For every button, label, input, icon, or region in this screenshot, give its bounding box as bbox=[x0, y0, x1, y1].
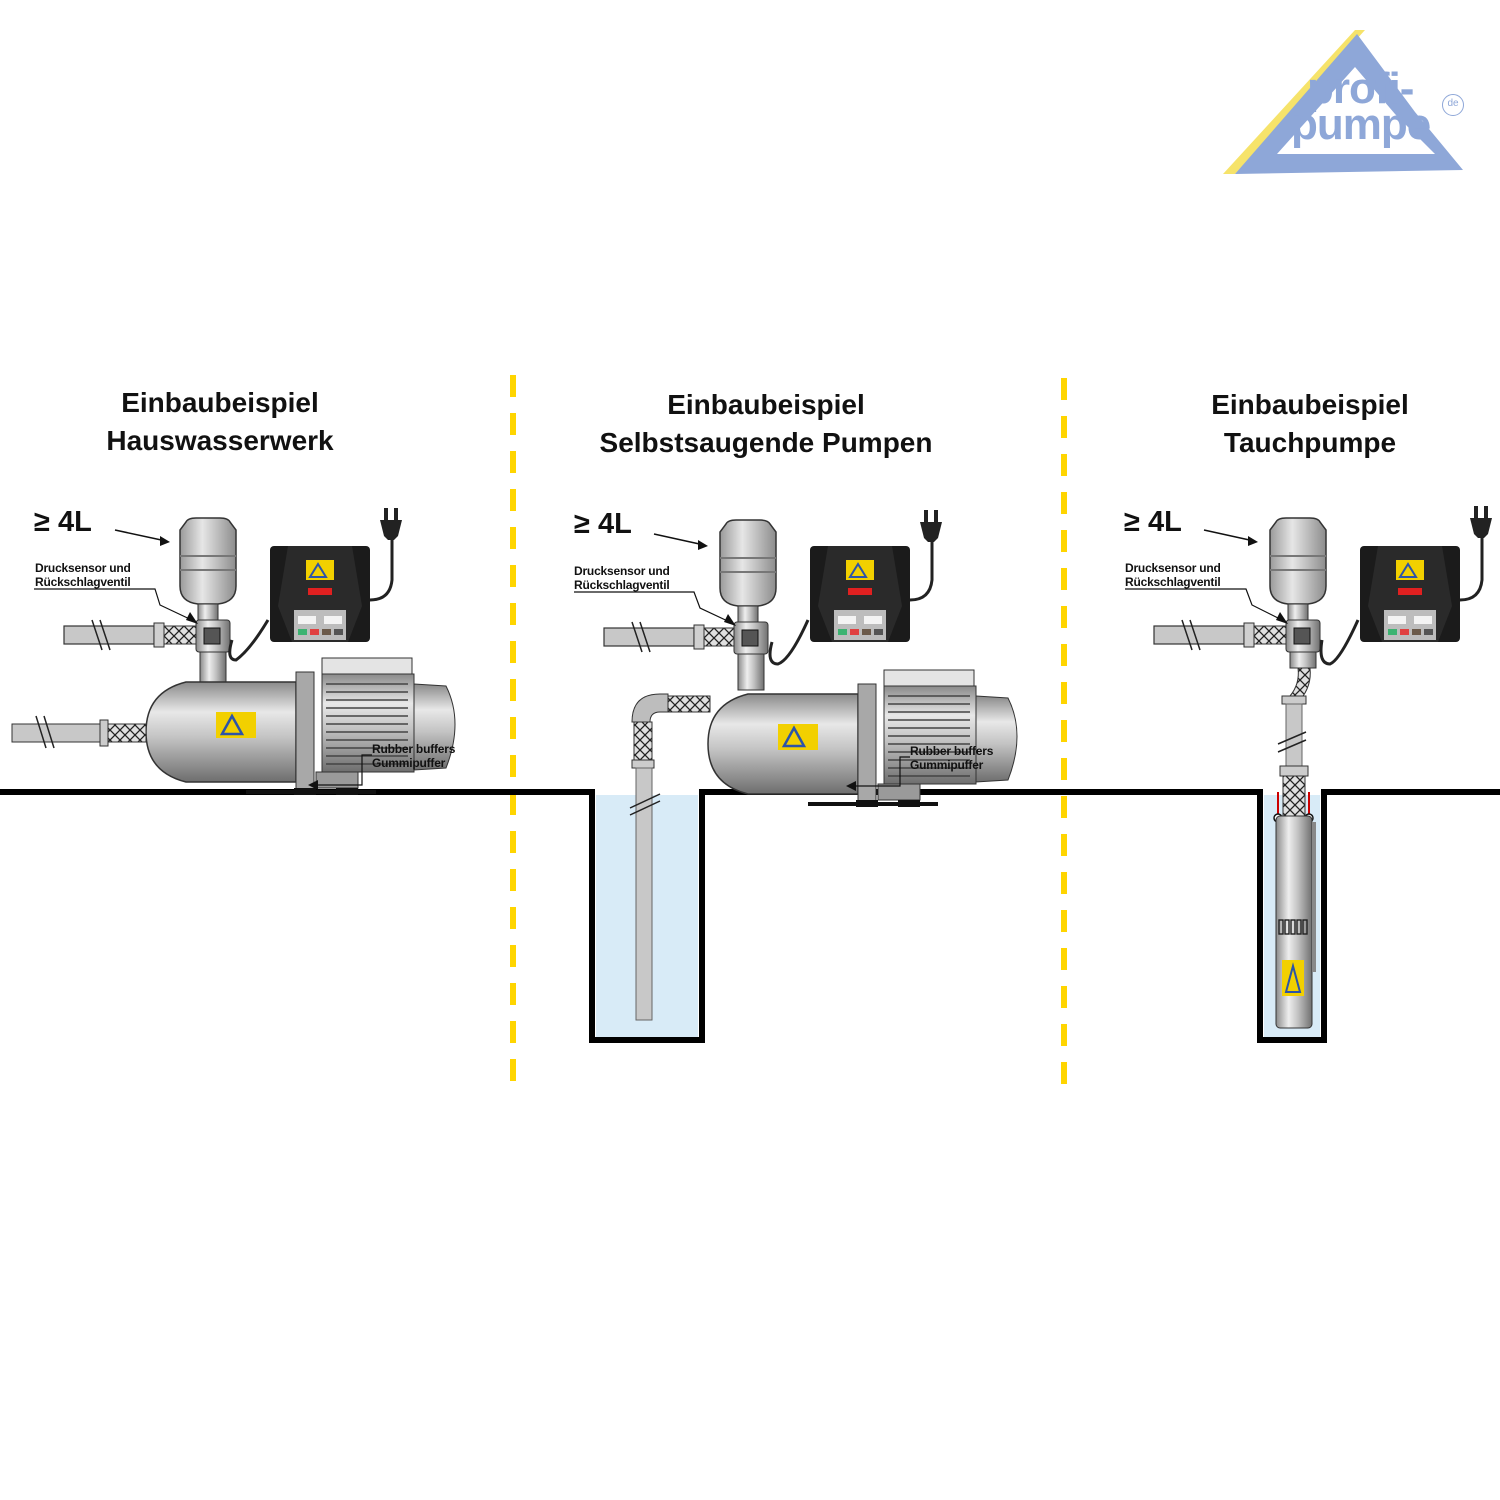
panel-3-sensor-label-line2: Rückschlagventil bbox=[1125, 575, 1221, 589]
panel-2-title: Einbaubeispiel Selbstsaugende Pumpen bbox=[560, 386, 972, 462]
panel-3-title-line2: Tauchpumpe bbox=[1223, 427, 1397, 458]
panel-2-title-line1: Einbaubeispiel bbox=[667, 389, 865, 420]
panel-1-sensor-label: Drucksensor und Rückschlagventil bbox=[35, 561, 131, 589]
panel-3-title-line1: Einbaubeispiel bbox=[1211, 389, 1409, 420]
profi-pumpe-logo: profi- pumpe de bbox=[1215, 22, 1475, 182]
panel-2-buffer-label-line1: Rubber buffers bbox=[910, 744, 994, 758]
panel-3-title: Einbaubeispiel Tauchpumpe bbox=[1160, 386, 1460, 462]
panel-3-diagram bbox=[1125, 506, 1492, 1029]
panel-1-title: Einbaubeispiel Hauswasserwerk bbox=[70, 384, 370, 460]
panel-2-sensor-label-line2: Rückschlagventil bbox=[574, 578, 670, 592]
logo-text-profi: profi- bbox=[1307, 64, 1414, 113]
logo-text-pumpe: pumpe bbox=[1291, 100, 1431, 149]
panel-2-buffer-label: Rubber buffers Gummipuffer bbox=[910, 744, 993, 772]
panel-1-buffer-label-line2: Gummipuffer bbox=[372, 756, 446, 770]
logo-triangle-icon bbox=[1223, 30, 1463, 174]
panel-3-sensor-label-line1: Drucksensor und bbox=[1125, 561, 1221, 575]
panel-1-diagram bbox=[11, 508, 457, 797]
panel-1-buffer-label: Rubber buffers Gummipuffer bbox=[372, 742, 455, 770]
panel-2-sensor-label: Drucksensor und Rückschlagventil bbox=[574, 564, 670, 592]
panel-2-tank-volume: ≥ 4L bbox=[574, 508, 632, 540]
panel-3-sensor-label: Drucksensor und Rückschlagventil bbox=[1125, 561, 1221, 589]
panel-1-buffer-label-line1: Rubber buffers bbox=[372, 742, 456, 756]
panel-2-sensor-label-line1: Drucksensor und bbox=[574, 564, 670, 578]
panel-1-title-line2: Hauswasserwerk bbox=[106, 425, 334, 456]
panel-1-sensor-label-line2: Rückschlagventil bbox=[35, 575, 131, 589]
panel-1-tank-volume: ≥ 4L bbox=[34, 506, 92, 538]
logo-de-badge: de bbox=[1442, 94, 1464, 116]
panel-2-buffer-label-line2: Gummipuffer bbox=[910, 758, 984, 772]
panel-divider-2 bbox=[1061, 378, 1067, 1093]
panel-2-title-line2: Selbstsaugende Pumpen bbox=[599, 427, 933, 458]
panel-3-tank-volume: ≥ 4L bbox=[1124, 506, 1182, 538]
panel-2-diagram bbox=[574, 510, 1019, 1021]
panel-1-sensor-label-line1: Drucksensor und bbox=[35, 561, 131, 575]
panel-divider-1 bbox=[510, 375, 516, 1090]
panel-1-title-line1: Einbaubeispiel bbox=[121, 387, 319, 418]
